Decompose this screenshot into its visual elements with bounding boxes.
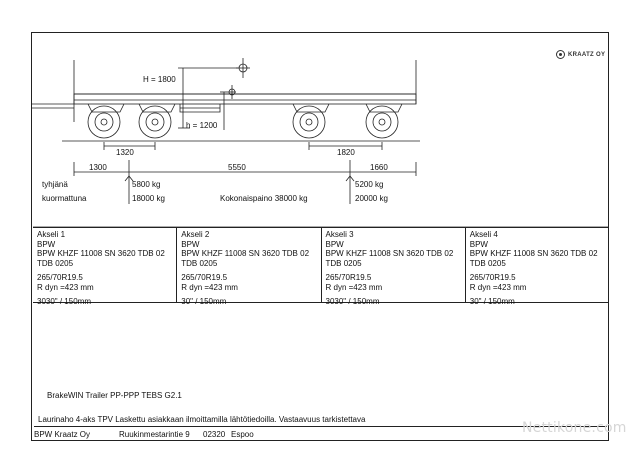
wheelbase-label: 5550	[228, 163, 246, 172]
axle-rdyn: R dyn =423 mm	[325, 282, 383, 292]
axle-make: BPW	[37, 239, 56, 249]
company-street: Ruukinmestarintie 9	[119, 430, 190, 439]
axle-make: BPW	[181, 239, 200, 249]
brand-name: KRAATZ OY	[568, 51, 606, 58]
wheel-axle-4	[365, 105, 399, 139]
software-version: BrakeWIN Trailer PP-PPP TEBS G2.1	[47, 391, 182, 400]
axle-column: Akseli 2 BPW BPW KHZF 11008 SN 3620 TDB …	[177, 228, 322, 306]
company-postcode: 02320	[203, 430, 226, 439]
axle-table: Akseli 1 BPW BPW KHZF 11008 SN 3620 TDB …	[33, 227, 609, 306]
wheel-axle-2	[138, 105, 172, 139]
height-total-label: H = 1800	[143, 75, 176, 84]
axle-column: Akseli 4 BPW BPW KHZF 11008 SN 3620 TDB …	[466, 228, 609, 306]
front-empty-weight: 5800 kg	[132, 180, 161, 189]
wheel-axle-3	[292, 105, 326, 139]
drawing-frame	[31, 32, 609, 441]
rear-empty-weight: 5200 kg	[355, 180, 384, 189]
axle-brake: 30" / 150mm	[469, 297, 515, 306]
axle-make: BPW	[469, 239, 488, 249]
axle-brake: 3030" / 150mm	[325, 297, 380, 306]
wheel-axle-1	[87, 105, 121, 139]
axle-spacing-rear-label: 1820	[337, 148, 355, 157]
total-weight: Kokonaispaino 38000 kg	[220, 194, 308, 203]
watermark: Nettikone.com	[522, 420, 627, 436]
company-city: Espoo	[231, 430, 254, 439]
axle-rdyn: R dyn =423 mm	[181, 282, 238, 292]
axle-make: BPW	[325, 239, 344, 249]
axle-tire: 265/70R19.5	[325, 273, 372, 282]
axle-model: BPW KHZF 11008 SN 3620 TDB 02 TDB 0205	[469, 249, 598, 268]
empty-label: tyhjänä	[42, 180, 68, 189]
axle-column: Akseli 1 BPW BPW KHZF 11008 SN 3620 TDB …	[33, 228, 178, 306]
kraatz-logo-icon	[556, 50, 565, 59]
axle-rdyn: R dyn =423 mm	[37, 282, 94, 292]
axle-model: BPW KHZF 11008 SN 3620 TDB 02 TDB 0205	[325, 249, 454, 268]
axle-brake: 3030" / 150mm	[37, 297, 91, 306]
axle-name: Akseli 4	[469, 230, 498, 239]
axle-tire: 265/70R19.5	[469, 273, 516, 282]
rear-loaded-weight: 20000 kg	[355, 194, 388, 203]
footer-divider	[34, 426, 607, 427]
calculation-note: Laurinaho 4-aks TPV Laskettu asiakkaan i…	[38, 415, 366, 424]
axle-name: Akseli 1	[37, 230, 66, 239]
axle-rdyn: R dyn =423 mm	[469, 282, 527, 292]
front-overhang-label: 1300	[89, 163, 107, 172]
axle-tire: 265/70R19.5	[37, 273, 83, 282]
axle-name: Akseli 3	[325, 230, 354, 239]
front-loaded-weight: 18000 kg	[132, 194, 165, 203]
axle-column: Akseli 3 BPW BPW KHZF 11008 SN 3620 TDB …	[322, 228, 466, 306]
axle-name: Akseli 2	[181, 230, 210, 239]
axle-spacing-front-label: 1320	[116, 148, 134, 157]
axle-model: BPW KHZF 11008 SN 3620 TDB 02 TDB 0205	[37, 249, 165, 268]
rear-overhang-label: 1660	[370, 163, 388, 172]
axle-tire: 265/70R19.5	[181, 273, 228, 282]
brand-logo: KRAATZ OY	[556, 50, 605, 59]
chassis-frame	[73, 93, 417, 105]
axle-brake: 30" / 150mm	[181, 297, 227, 306]
company-name: BPW Kraatz Oy	[34, 430, 91, 439]
axle-model: BPW KHZF 11008 SN 3620 TDB 02 TDB 0205	[181, 249, 310, 268]
loaded-label: kuormattuna	[42, 194, 87, 203]
height-frame-label: h = 1200	[186, 121, 218, 130]
